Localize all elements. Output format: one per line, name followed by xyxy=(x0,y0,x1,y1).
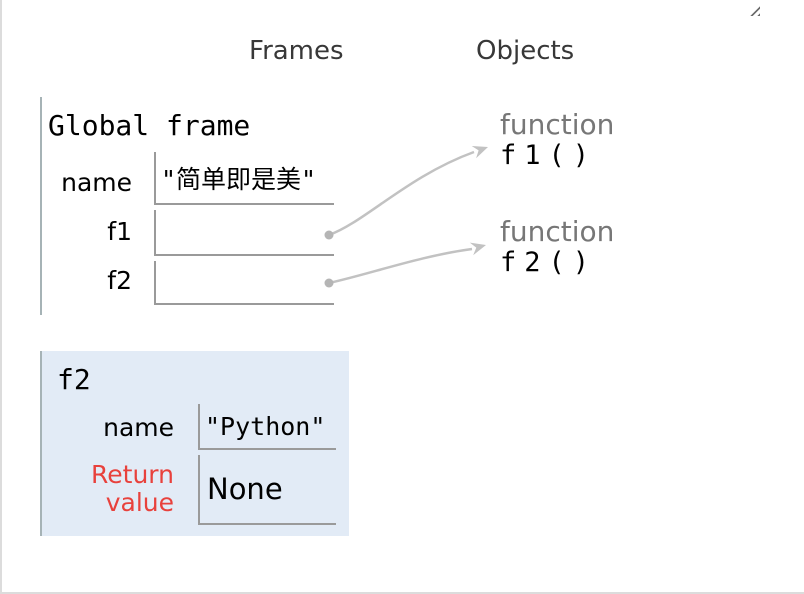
global-frame-title: Global frame xyxy=(48,109,251,142)
return-label-line2: value xyxy=(105,488,174,517)
arrowhead-icon xyxy=(469,242,486,256)
return-value: None xyxy=(207,472,283,506)
f2-frame: f2 name "Python" Return value None xyxy=(40,351,349,536)
pointer-arrow-f2 xyxy=(328,247,473,285)
objects-header: Objects xyxy=(476,36,575,66)
variable-label-f1: f1 xyxy=(107,217,132,246)
variable-label-f2: f2 xyxy=(107,266,132,295)
f2-frame-title: f2 xyxy=(57,363,91,396)
variable-value-cell-f1 xyxy=(154,210,334,256)
heap-object-f1: function f1() xyxy=(500,110,614,172)
function-signature: f1() xyxy=(500,140,598,171)
arrowhead-icon xyxy=(471,146,488,159)
heap-object-f2: function f2() xyxy=(500,217,614,279)
variable-value-cell-f2 xyxy=(154,261,334,305)
variable-value-name: "Python" xyxy=(205,411,326,441)
variable-label-name: name xyxy=(103,413,174,442)
object-type-label: function xyxy=(500,108,615,141)
variable-value-name: "简单即是美" xyxy=(161,164,317,194)
variable-value-cell-name: "Python" xyxy=(198,404,336,450)
return-label-line1: Return xyxy=(91,460,174,489)
object-type-label: function xyxy=(500,215,615,248)
global-frame: Global frame name "简单即是美" f1 f2 xyxy=(40,97,342,315)
pointer-arrow-f1 xyxy=(328,150,475,237)
variable-label-name: name xyxy=(61,168,132,197)
resize-grip-icon[interactable] xyxy=(746,3,760,16)
return-value-cell: None xyxy=(198,455,336,525)
variable-value-cell-name: "简单即是美" xyxy=(154,152,334,205)
return-value-label: Return value xyxy=(42,461,174,517)
frames-header: Frames xyxy=(249,36,344,66)
function-signature: f2() xyxy=(500,247,598,278)
